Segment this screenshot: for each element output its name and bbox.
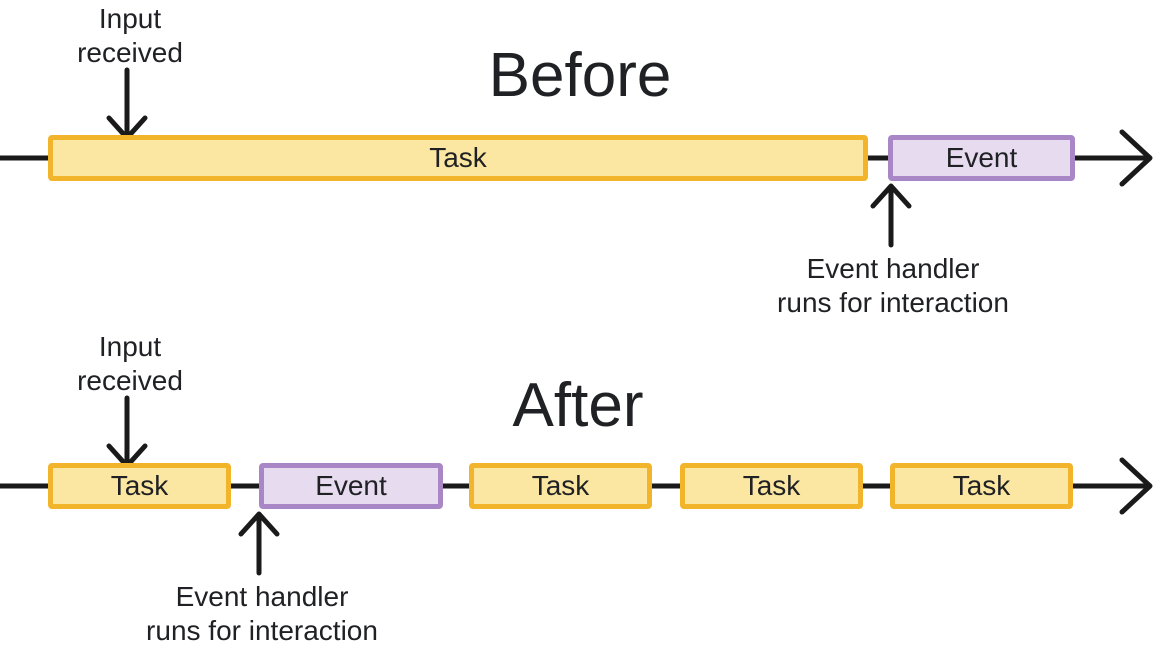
after-input-label-line1: Input: [98, 331, 162, 362]
after-task-bar-2: Task: [469, 463, 652, 509]
before-timeline-arrowhead-icon: [1119, 129, 1153, 187]
before-input-label-line2: received: [77, 37, 183, 68]
after-handler-label-line1: Event handler: [175, 581, 349, 612]
before-title: Before: [488, 41, 672, 110]
after-task-bar-4: Task: [890, 463, 1073, 509]
before-input-label: Input received: [77, 2, 183, 70]
after-title: After: [512, 371, 644, 440]
before-handler-label-line1: Event handler: [806, 253, 980, 284]
before-event-bar: Event: [888, 135, 1075, 181]
before-input-label-line1: Input: [98, 3, 162, 34]
before-task-bar: Task: [48, 135, 868, 181]
after-event-bar: Event: [259, 463, 443, 509]
after-handler-label-line2: runs for interaction: [146, 615, 378, 646]
before-handler-label: Event handler runs for interaction: [777, 252, 1009, 320]
after-task-bar-3: Task: [680, 463, 863, 509]
before-handler-label-line2: runs for interaction: [777, 287, 1009, 318]
after-task-bar-1: Task: [48, 463, 231, 509]
after-input-label: Input received: [77, 330, 183, 398]
after-handler-arrow-up-icon: [238, 511, 280, 537]
after-handler-label: Event handler runs for interaction: [146, 580, 378, 647]
before-handler-arrow-up-icon: [870, 183, 912, 209]
after-timeline-arrowhead-icon: [1119, 457, 1153, 515]
after-input-label-line2: received: [77, 365, 183, 396]
